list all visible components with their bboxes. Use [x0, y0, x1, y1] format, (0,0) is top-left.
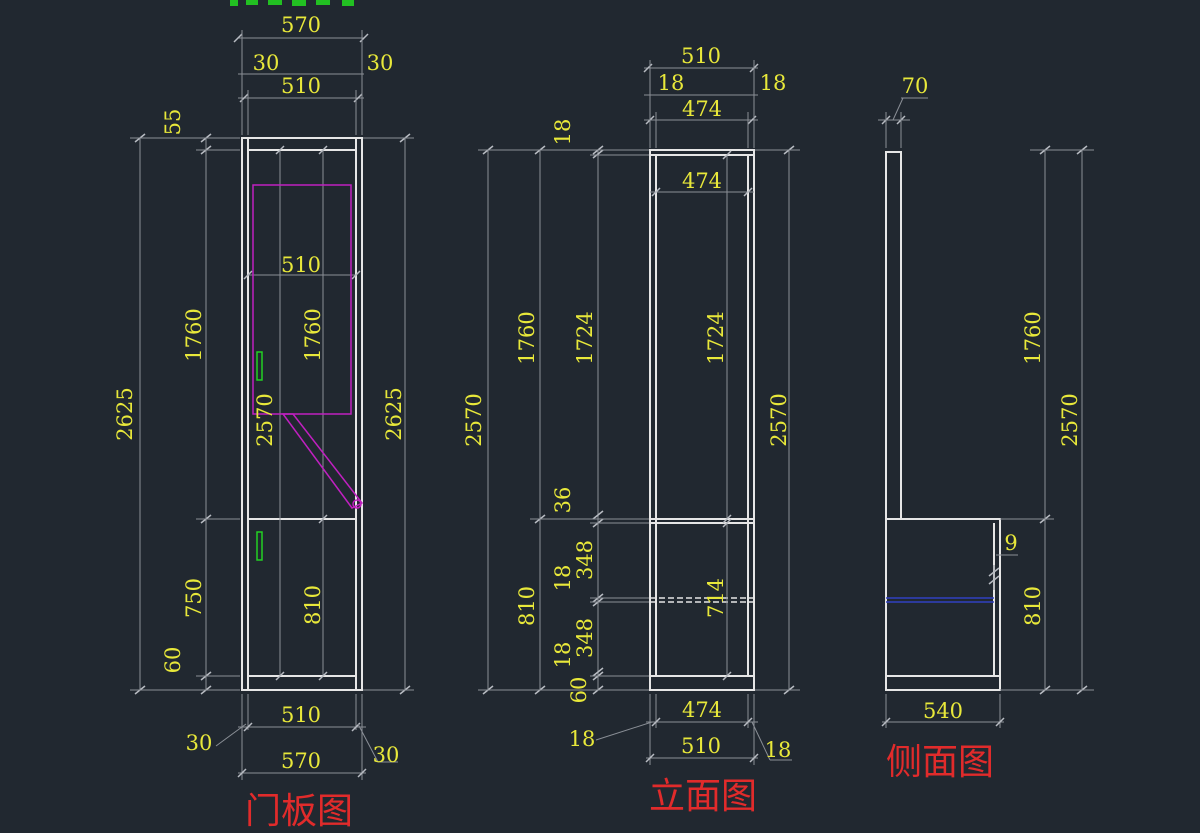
elev-dim-top-18-left: 18: [658, 71, 685, 95]
elev-dim-left-18-a: 18: [551, 565, 575, 592]
side-dim-right-1760: 1760: [1021, 311, 1045, 364]
door-left-dims: [130, 133, 240, 695]
door-dim-left-750: 750: [182, 578, 206, 618]
elev-dim-top-510: 510: [681, 44, 721, 68]
door-dim-left-2625: 2625: [113, 387, 137, 440]
elev-dim-bottom-18-right: 18: [765, 738, 792, 762]
side-dim-right-810: 810: [1021, 586, 1045, 626]
door-view-title: 门板图: [245, 791, 353, 832]
door-cabinet-outline: [241, 137, 363, 691]
elevation-bottom-dims: [595, 694, 792, 765]
elev-dim-top-474: 474: [682, 97, 722, 121]
elev-dim-right-2570: 2570: [767, 393, 791, 446]
door-bottom-dims: [215, 694, 398, 780]
elev-dim-left-2570: 2570: [462, 393, 486, 446]
door-dim-top-510: 510: [281, 74, 321, 98]
elev-dim-bottom-510: 510: [681, 734, 721, 758]
door-dim-right-2625: 2625: [382, 387, 406, 440]
elev-dim-left-1724: 1724: [573, 311, 597, 364]
side-bottom-dims: [881, 694, 1005, 728]
door-dim-inner-810: 810: [301, 585, 325, 625]
door-dim-bottom-510: 510: [281, 703, 321, 727]
door-dim-inner-1760: 1760: [301, 308, 325, 361]
side-outline: [885, 151, 1001, 691]
elev-dim-left-60: 60: [567, 677, 591, 704]
door-dim-top-570: 570: [281, 13, 321, 37]
door-right-dims: [362, 133, 414, 695]
elev-dim-left-18-b: 18: [551, 642, 575, 669]
door-dim-left-1760: 1760: [182, 308, 206, 361]
door-dim-left-60: 60: [161, 647, 185, 674]
side-top-dims: [878, 97, 928, 148]
elev-dim-left-36: 36: [551, 487, 575, 514]
side-view: 70 1760 2570 9 810 540 侧面图: [878, 74, 1094, 783]
elev-dim-top-18-right: 18: [760, 71, 787, 95]
elev-dim-left-810: 810: [515, 586, 539, 626]
door-handle-lower: [256, 531, 263, 561]
door-handle-upper: [256, 351, 263, 381]
elevation-view-title: 立面图: [649, 776, 757, 817]
elevation-right-dims: [754, 145, 800, 695]
elev-dim-left-348-b: 348: [573, 618, 597, 658]
elev-dim-left-1760: 1760: [515, 311, 539, 364]
door-dim-bottom-30-left: 30: [186, 731, 213, 755]
side-right-dims: [988, 145, 1094, 695]
elevation-cabinet-outline: [649, 149, 755, 691]
side-dim-top-70: 70: [902, 74, 929, 98]
elev-dim-inner-474: 474: [682, 169, 722, 193]
side-dim-right-9: 9: [1004, 531, 1017, 555]
elevation-top-dims: [643, 60, 759, 148]
door-dim-bottom-570: 570: [281, 749, 321, 773]
top-partial-label: [230, 0, 354, 6]
elev-dim-left-348-a: 348: [573, 540, 597, 580]
elevation-inner-dims: [650, 150, 754, 681]
door-dim-inner-510: 510: [281, 253, 321, 277]
side-dim-right-2570: 2570: [1058, 393, 1082, 446]
side-view-title: 侧面图: [886, 742, 994, 783]
door-flip-panel: [252, 184, 364, 509]
side-dim-bottom-540: 540: [923, 699, 963, 723]
door-dim-bottom-30-right: 30: [373, 743, 400, 767]
door-inner-dims: [243, 145, 361, 681]
elev-dim-bottom-18-left: 18: [569, 727, 596, 751]
door-view: 570 30 30 510 55 2625 1760 750 60 510 17…: [113, 13, 414, 832]
elevation-left-dims: [478, 145, 650, 695]
elevation-view: 510 18 18 474 474 18 2570 1760 1724 36 3…: [462, 44, 800, 817]
door-dim-top-30-right: 30: [367, 51, 394, 75]
door-dim-left-55: 55: [161, 109, 185, 136]
elev-dim-inner-714: 714: [704, 578, 728, 618]
door-top-dims: [233, 30, 369, 135]
door-dim-top-30-left: 30: [253, 51, 280, 75]
elev-dim-bottom-474: 474: [682, 698, 722, 722]
elev-dim-left-18-top: 18: [551, 119, 575, 146]
door-dim-inner-2570: 2570: [253, 393, 277, 446]
elev-dim-inner-1724: 1724: [704, 311, 728, 364]
